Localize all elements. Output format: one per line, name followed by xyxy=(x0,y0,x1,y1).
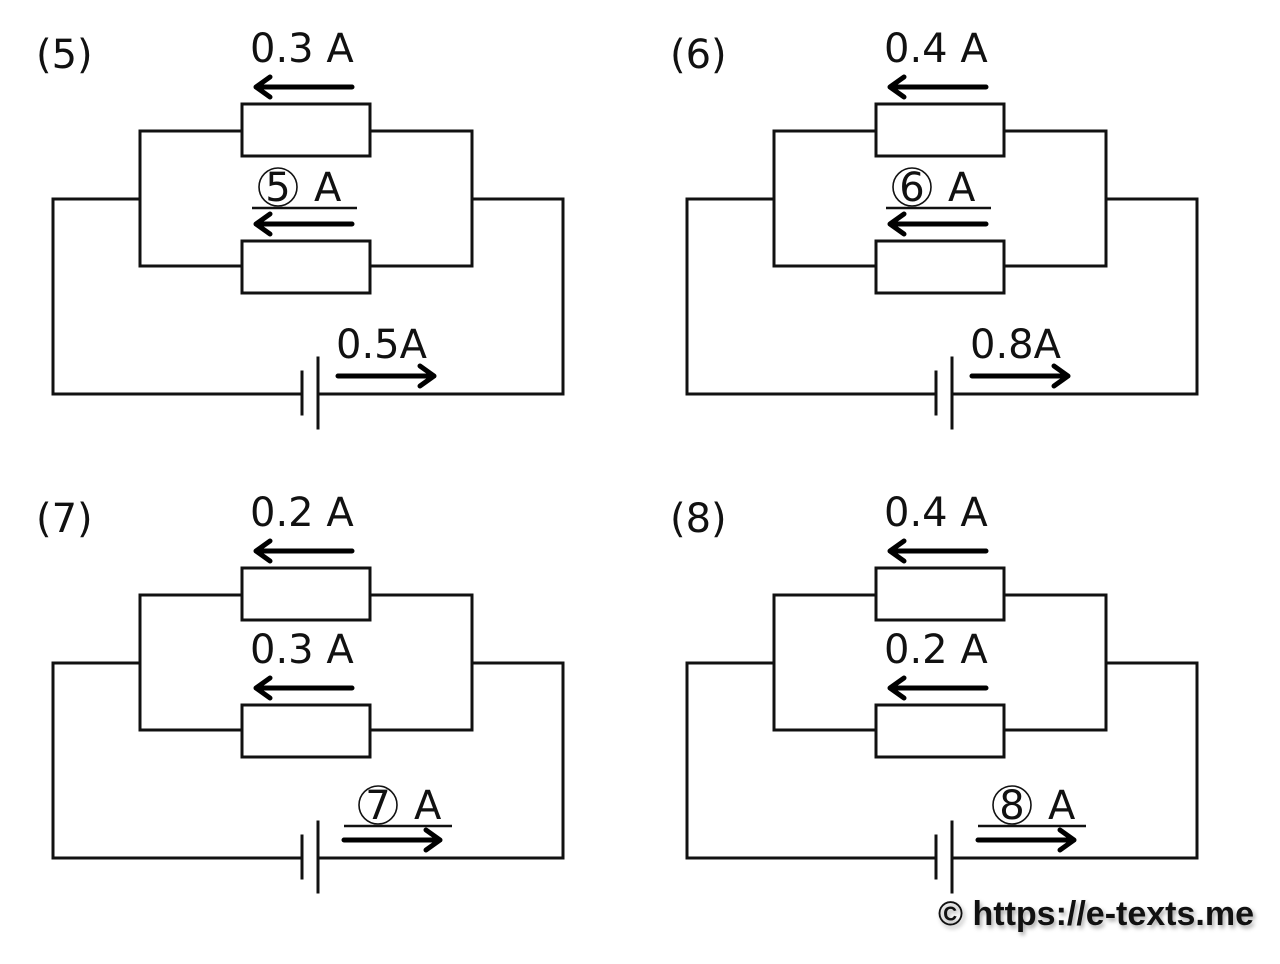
answer-blank-circle xyxy=(358,785,398,825)
unit-label: A xyxy=(314,165,342,211)
circuit-wires xyxy=(685,129,1199,396)
resistor-top xyxy=(874,566,1006,622)
answer-blank-number: 7 xyxy=(365,783,390,829)
bottom-branch-arrow-icon xyxy=(887,211,989,237)
bottom-branch-arrow-icon xyxy=(253,675,355,701)
total-current-arrow-icon xyxy=(341,827,443,853)
problem-number: (5) xyxy=(36,32,93,78)
resistor-bottom xyxy=(874,703,1006,759)
top-branch-current-label: 0.4 A xyxy=(884,490,988,536)
unit-label: A xyxy=(1048,783,1076,829)
top-branch-arrow-icon xyxy=(887,538,989,564)
answer-blank-circle xyxy=(892,167,932,207)
bottom-branch-current-label: 0.2 A xyxy=(884,627,988,673)
top-branch-arrow-icon xyxy=(887,74,989,100)
answer-blank-number: 6 xyxy=(899,165,924,211)
bottom-branch-current-label: 0.3 A xyxy=(250,627,354,673)
top-branch-current-label: 0.3 A xyxy=(250,26,354,72)
answer-blank-number: 8 xyxy=(999,783,1024,829)
bottom-branch-arrow-icon xyxy=(887,675,989,701)
top-branch-arrow-icon xyxy=(253,538,355,564)
total-current-arrow-icon xyxy=(335,363,437,389)
total-current-label: 0.8A xyxy=(970,322,1062,368)
answer-blank-circle xyxy=(258,167,298,207)
problem-number: (6) xyxy=(670,32,727,78)
copyright-watermark: © https://e-texts.me xyxy=(938,895,1254,933)
resistor-bottom xyxy=(240,703,372,759)
circuit-wires xyxy=(685,593,1199,860)
answer-blank-number: 5 xyxy=(265,165,290,211)
top-branch-arrow-icon xyxy=(253,74,355,100)
circuit-wires xyxy=(51,593,565,860)
circuit-wires xyxy=(51,129,565,396)
resistor-bottom xyxy=(240,239,372,295)
total-current-arrow-icon xyxy=(975,827,1077,853)
resistor-top xyxy=(874,102,1006,158)
problem-number: (8) xyxy=(670,496,727,542)
unit-label: A xyxy=(414,783,442,829)
resistor-top xyxy=(240,102,372,158)
top-branch-current-label: 0.4 A xyxy=(884,26,988,72)
total-current-arrow-icon xyxy=(969,363,1071,389)
top-branch-current-label: 0.2 A xyxy=(250,490,354,536)
problem-number: (7) xyxy=(36,496,93,542)
answer-blank-circle xyxy=(992,785,1032,825)
unit-label: A xyxy=(948,165,976,211)
total-current-label: 0.5A xyxy=(336,322,428,368)
bottom-branch-arrow-icon xyxy=(253,211,355,237)
resistor-bottom xyxy=(874,239,1006,295)
resistor-top xyxy=(240,566,372,622)
